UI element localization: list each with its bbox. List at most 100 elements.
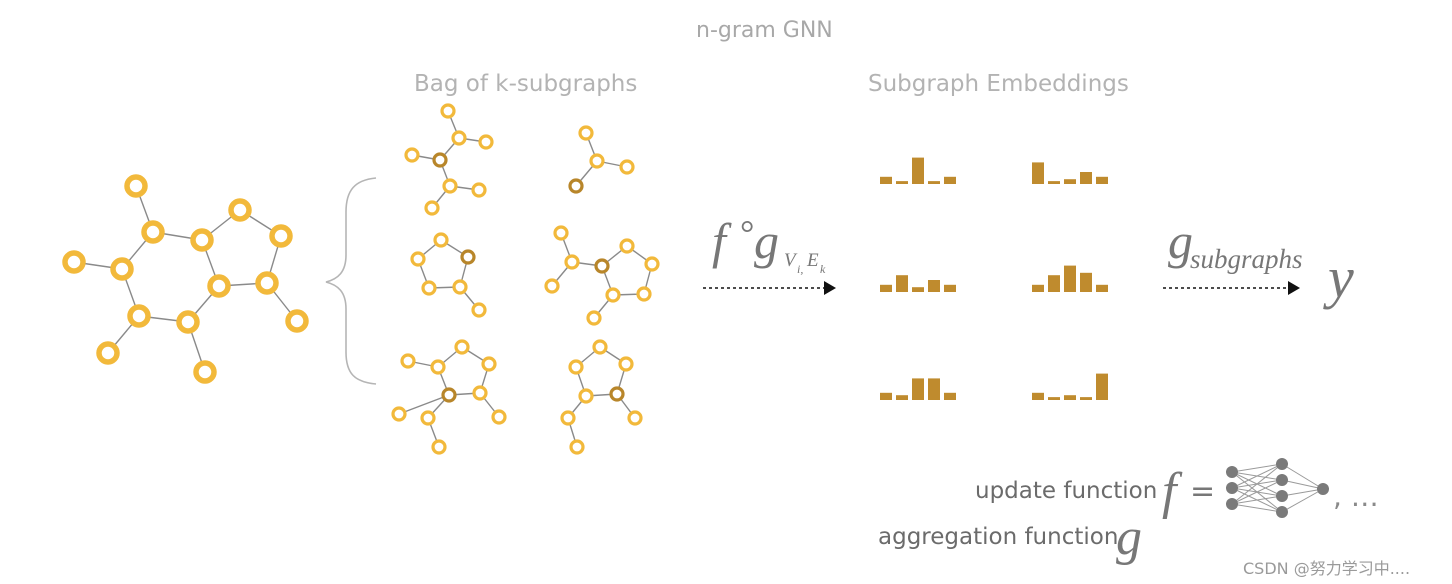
embedding-bar bbox=[1064, 395, 1076, 400]
center-node bbox=[594, 258, 610, 274]
nn-connection bbox=[1231, 503, 1283, 513]
graph-node bbox=[421, 280, 437, 296]
nn-neuron bbox=[1276, 474, 1288, 486]
formula-sub-e: E bbox=[807, 250, 819, 271]
graph-node bbox=[592, 339, 608, 355]
graph-node bbox=[442, 178, 458, 194]
embedding-bar bbox=[1080, 172, 1092, 184]
graph-node bbox=[478, 134, 494, 150]
graph-node bbox=[578, 125, 594, 141]
subgraph-6-nodes bbox=[560, 339, 643, 455]
diagram-title: n-gram GNN bbox=[696, 18, 833, 43]
update-function-label: update function bbox=[975, 478, 1158, 504]
nn-neuron bbox=[1226, 498, 1238, 510]
subgraph-4-nodes bbox=[544, 225, 660, 326]
graph-node bbox=[544, 278, 560, 294]
graph-node bbox=[440, 103, 456, 119]
graph-node bbox=[569, 439, 585, 455]
nn-neuron bbox=[1317, 483, 1329, 495]
embedding-4 bbox=[1032, 265, 1108, 292]
graph-node bbox=[400, 353, 416, 369]
graph-node bbox=[62, 250, 86, 274]
embedding-bar bbox=[1096, 176, 1108, 184]
embedding-bar bbox=[1048, 275, 1060, 292]
input-graph-nodes bbox=[62, 174, 309, 384]
embedding-6 bbox=[1032, 373, 1108, 400]
graph-node bbox=[176, 310, 200, 334]
nn-connection bbox=[1231, 463, 1283, 489]
nn-connection bbox=[1281, 463, 1324, 490]
embedding-bar bbox=[1096, 373, 1108, 400]
formula-sub-i: i, bbox=[797, 262, 804, 276]
embedding-bar bbox=[928, 181, 940, 184]
graph-node bbox=[471, 182, 487, 198]
graph-node bbox=[605, 287, 621, 303]
graph-node bbox=[481, 356, 497, 372]
nn-neuron bbox=[1276, 490, 1288, 502]
embedding-3 bbox=[880, 275, 956, 292]
neural-network-icon bbox=[1226, 458, 1329, 518]
embedding-bar bbox=[1032, 162, 1044, 184]
graph-node bbox=[141, 220, 165, 244]
graph-node bbox=[589, 153, 605, 169]
nn-neuron bbox=[1226, 466, 1238, 478]
graph-node bbox=[491, 409, 507, 425]
graph-node bbox=[560, 410, 576, 426]
formula-sub-v: V bbox=[784, 250, 796, 271]
readout-subscript: subgraphs bbox=[1190, 244, 1303, 274]
nn-neuron bbox=[1226, 482, 1238, 494]
update-equals: = bbox=[1190, 474, 1216, 509]
graph-node bbox=[471, 302, 487, 318]
graph-node bbox=[578, 388, 594, 404]
aggregation-function-label: aggregation function bbox=[878, 524, 1119, 550]
graph-node bbox=[636, 286, 652, 302]
graph-node bbox=[410, 251, 426, 267]
nn-neuron bbox=[1276, 506, 1288, 518]
graph-node bbox=[430, 359, 446, 375]
graph-node bbox=[452, 279, 468, 295]
embedding-bar bbox=[1032, 392, 1044, 400]
update-function-symbol: f bbox=[1162, 463, 1177, 520]
bag-of-subgraphs-heading: Bag of k-subgraphs bbox=[414, 71, 638, 97]
graph-node bbox=[564, 254, 580, 270]
nn-connection bbox=[1281, 479, 1324, 490]
center-node bbox=[432, 152, 448, 168]
aggregation-function-symbol: g bbox=[1116, 509, 1142, 566]
nn-neuron bbox=[1276, 458, 1288, 470]
graph-node bbox=[472, 385, 488, 401]
graph-node bbox=[627, 410, 643, 426]
subgraph-1-nodes bbox=[404, 103, 494, 216]
nn-connection bbox=[1231, 479, 1283, 505]
readout-g: g bbox=[1168, 213, 1193, 269]
graph-node bbox=[431, 439, 447, 455]
embedding-bar bbox=[912, 378, 924, 400]
graph-node bbox=[96, 341, 120, 365]
embedding-bar bbox=[880, 284, 892, 292]
graph-node bbox=[619, 159, 635, 175]
graph-node bbox=[391, 406, 407, 422]
graph-node bbox=[451, 130, 467, 146]
formula-g: g bbox=[754, 213, 779, 269]
embedding-bar bbox=[944, 284, 956, 292]
update-ellipsis: , … bbox=[1333, 480, 1379, 513]
subgraph-embeddings-heading: Subgraph Embeddings bbox=[868, 71, 1129, 97]
center-node bbox=[568, 178, 584, 194]
embedding-5 bbox=[880, 378, 956, 400]
graph-node bbox=[433, 232, 449, 248]
embedding-bar bbox=[896, 275, 908, 292]
embedding-bar bbox=[1064, 265, 1076, 292]
graph-node bbox=[618, 356, 634, 372]
embedding-bar bbox=[928, 280, 940, 292]
subgraph-4-edges bbox=[551, 232, 653, 319]
formula-compose-op: ° bbox=[740, 213, 755, 253]
graph-node bbox=[420, 410, 436, 426]
center-node bbox=[460, 249, 476, 265]
graph-node bbox=[568, 359, 584, 375]
graph-node bbox=[269, 224, 293, 248]
subgraph-brace bbox=[325, 177, 377, 385]
embedding-bar bbox=[896, 395, 908, 400]
embedding-1 bbox=[880, 157, 956, 184]
embedding-bar bbox=[1048, 397, 1060, 400]
graph-node bbox=[127, 304, 151, 328]
